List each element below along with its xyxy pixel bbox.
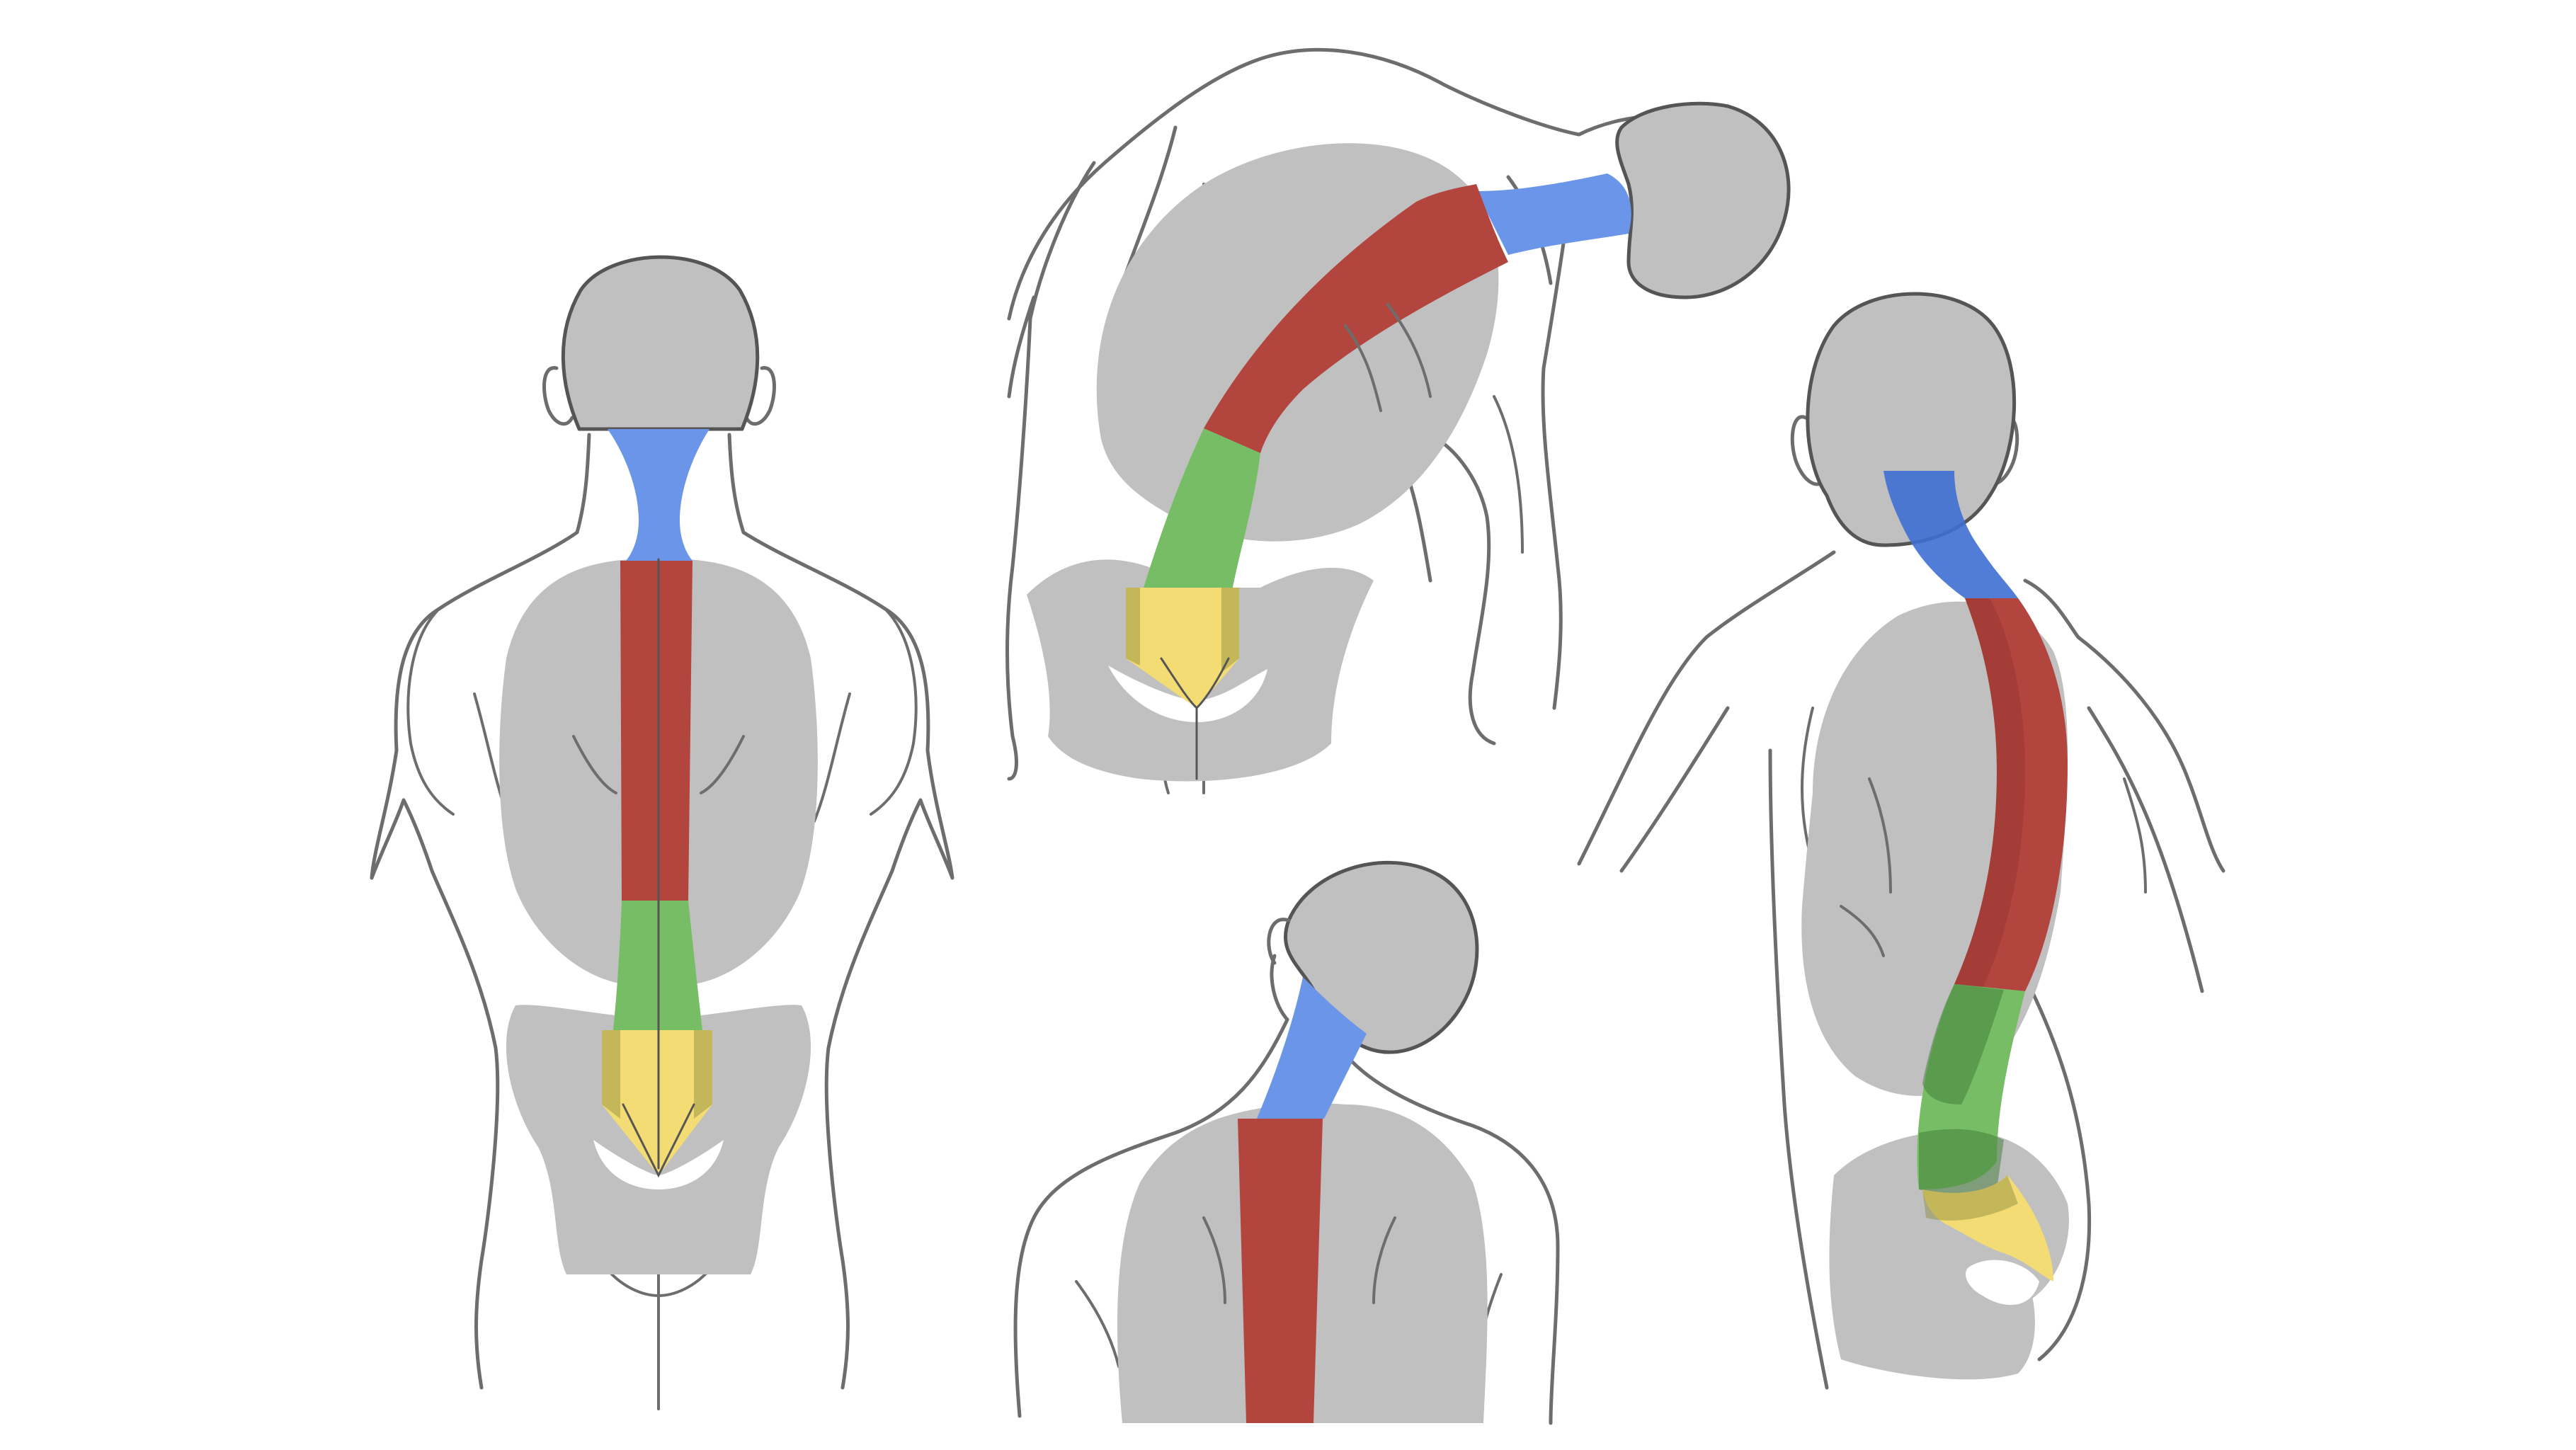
side-view-head	[1806, 292, 2017, 547]
bent-over-head	[1615, 101, 1791, 299]
bent-over-body-outline	[1007, 47, 1652, 321]
head-turned-body-outline	[1013, 1017, 1289, 1418]
side-view-sacral-segment	[1922, 1175, 2053, 1281]
bent-over-thoracic-segment	[1204, 184, 1508, 453]
back-view-figure	[370, 255, 954, 1410]
side-view-body-outline	[1577, 550, 1836, 866]
back-view-head	[561, 255, 760, 431]
back-view-cervical-segment	[608, 429, 709, 561]
bent-over-view-figure	[1005, 47, 1791, 794]
side-view-thoracic-segment	[1954, 598, 2068, 991]
side-view-cervical-segment	[1883, 471, 2018, 598]
back-view-sacral-segment	[602, 1030, 712, 1175]
head-turned-view-figure	[1013, 861, 1560, 1425]
back-view-thoracic-segment	[620, 561, 693, 901]
three-quarter-side-view-figure	[1577, 292, 2225, 1390]
head-turned-thoracic-segment	[1238, 1119, 1323, 1423]
bent-over-lumbar-segment	[1144, 428, 1260, 591]
head-turned-cervical-segment	[1257, 977, 1367, 1119]
bent-over-sacral-segment	[1126, 588, 1239, 708]
back-view-body-outline	[370, 433, 591, 1390]
bent-over-cervical-segment	[1476, 173, 1631, 255]
